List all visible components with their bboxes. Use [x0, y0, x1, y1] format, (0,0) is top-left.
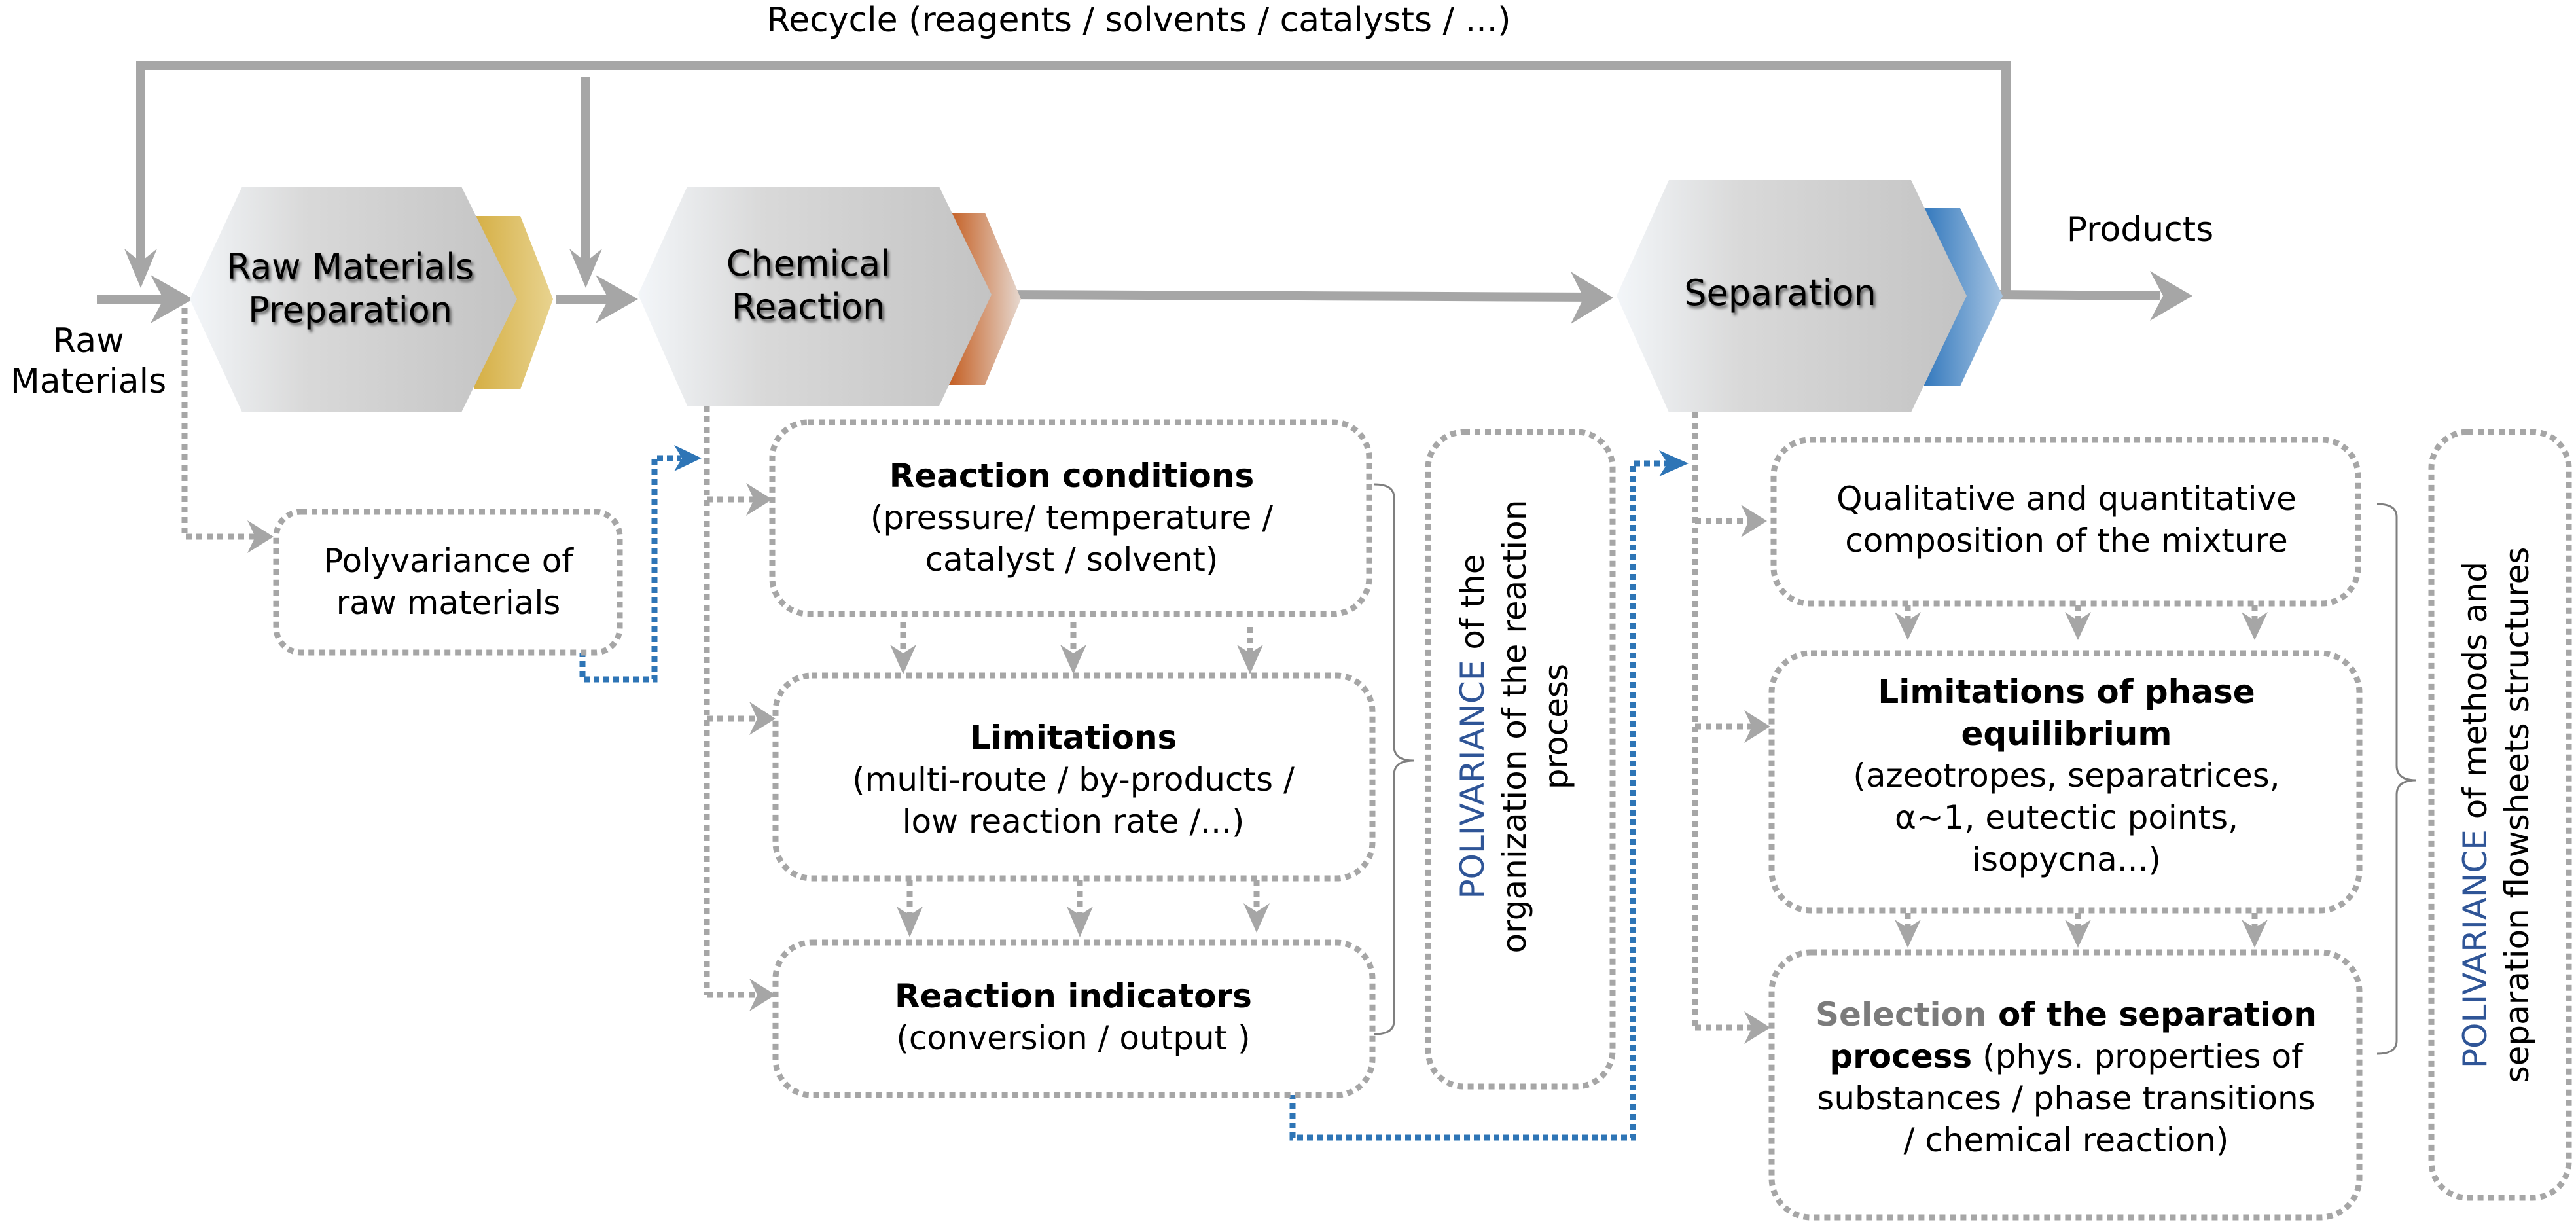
- raw-materials-line1: Raw: [52, 321, 124, 361]
- box-composition: [1770, 437, 2361, 607]
- box-separation-polivariance: [2428, 429, 2572, 1201]
- separation-poly-rest: of methods and: [2456, 562, 2494, 830]
- blue-arrowhead-1: [674, 445, 702, 471]
- curly-braces: [1374, 483, 2417, 1055]
- dotted-boxes: [273, 419, 2572, 1221]
- phase-line3: isopycna...): [1972, 840, 2161, 878]
- stage-title-chemical-reaction: Chemical Reaction: [654, 242, 962, 329]
- polivariance-highlight: POLIVARIANCE: [2456, 829, 2494, 1069]
- products-label: Products: [2066, 210, 2214, 249]
- arrowhead-to-reaction: [596, 275, 638, 323]
- phase-line1: (azeotropes, separatrices,: [1853, 757, 2280, 795]
- text-reaction-conditions: Reaction conditions (pressure/ temperatu…: [779, 455, 1365, 581]
- arrowhead-to-separation: [1571, 272, 1613, 324]
- reaction-conditions-title: Reaction conditions: [889, 457, 1255, 495]
- box-limitations: [772, 672, 1376, 882]
- stage-chemical-reaction: [638, 187, 1021, 406]
- text-reaction-indicators: Reaction indicators (conversion / output…: [779, 975, 1368, 1059]
- dotted-arrowheads: [247, 483, 2268, 1044]
- reaction-poly-rest: of the: [1454, 554, 1492, 660]
- text-separation-polivariance: POLIVARIANCE of methods and separation f…: [2454, 452, 2546, 1178]
- raw-box-line1: Polyvariance of: [323, 542, 573, 580]
- selection-line1: Selection of the separation: [1775, 994, 2357, 1035]
- text-selection: Selection of the separation process (phy…: [1775, 994, 2357, 1161]
- stage-title-line2: Reaction: [731, 285, 885, 327]
- arrowhead-raw-in: [151, 275, 193, 323]
- selection-rest1: (phys. properties of: [1972, 1037, 2303, 1075]
- blue-dotted-connectors: [579, 455, 1669, 1141]
- recycle-loop: [136, 61, 2011, 296]
- text-composition: Qualitative and quantitative composition…: [1777, 478, 2356, 562]
- raw-materials-input-label: Raw Materials: [0, 321, 177, 403]
- reaction-conditions-line1: (pressure/ temperature /: [870, 499, 1274, 537]
- blue-arrowhead-2: [1659, 450, 1689, 476]
- text-limitations: Limitations (multi-route / by-products /…: [779, 717, 1368, 842]
- stage-title-raw-materials-preparation: Raw Materials Preparation: [196, 245, 504, 332]
- brace-reaction: [1374, 483, 1414, 1035]
- text-polyvariance-raw: Polyvariance of raw materials: [281, 540, 615, 624]
- text-reaction-polivariance: POLIVARIANCE of the organization of the …: [1452, 399, 1589, 1054]
- box-selection: [1768, 949, 2363, 1221]
- selection-line3: substances / phase transitions: [1817, 1079, 2316, 1117]
- brace-separation: [2376, 503, 2417, 1055]
- selection-line2: process (phys. properties of: [1775, 1035, 2357, 1077]
- recycle-arrowhead-1: [124, 249, 157, 288]
- selection-bold1: of the separation: [1986, 996, 2317, 1033]
- dotted-connectors: [181, 308, 2258, 1031]
- main-flow: [97, 290, 2160, 304]
- stage-title-line1: Raw Materials: [226, 246, 474, 287]
- hexagon-chemical-reaction: [638, 187, 992, 406]
- limitations-line1: (multi-route / by-products /: [852, 761, 1295, 799]
- arrowhead-products: [2150, 271, 2192, 321]
- stage-title-line1: Separation: [1684, 272, 1876, 314]
- selection-line4: / chemical reaction): [1903, 1121, 2229, 1159]
- selection-word: Selection: [1816, 996, 1987, 1033]
- reaction-poly-line2: organization of the reaction: [1495, 499, 1533, 954]
- recycle-line: [136, 61, 2011, 296]
- reaction-conditions-line2: catalyst / solvent): [925, 541, 1219, 579]
- reaction-indicators-line1: (conversion / output ): [896, 1019, 1251, 1057]
- raw-box-line2: raw materials: [336, 584, 561, 622]
- phase-title-line2: equilibrium: [1961, 715, 2172, 753]
- polivariance-highlight: POLIVARIANCE: [1454, 660, 1492, 899]
- box-polyvariance-raw: [273, 509, 623, 656]
- composition-line1: Qualitative and quantitative: [1836, 480, 2297, 518]
- composition-line2: composition of the mixture: [1845, 522, 2288, 560]
- box-phase-equilibrium: [1768, 650, 2363, 914]
- stage-title-line2: Preparation: [248, 289, 452, 331]
- box-reaction-indicators: [772, 939, 1376, 1098]
- text-phase-equilibrium: Limitations of phase equilibrium (azeotr…: [1777, 671, 2356, 880]
- phase-title-line1: Limitations of phase: [1878, 673, 2255, 711]
- limitations-line2: low reaction rate /...): [902, 802, 1245, 840]
- hexagon-raw-materials-preparation: [190, 187, 517, 412]
- stage-title-line1: Chemical: [726, 243, 891, 284]
- recycle-label: Recycle (reagents / solvents / catalysts…: [766, 1, 1511, 40]
- separation-poly-line1: POLIVARIANCE of methods and: [2454, 452, 2496, 1178]
- reaction-poly-line1: POLIVARIANCE of the: [1452, 399, 1494, 1054]
- limitations-title: Limitations: [969, 719, 1177, 757]
- selection-bold2: process: [1829, 1037, 1973, 1075]
- raw-materials-line2: Materials: [10, 362, 167, 402]
- stage-title-separation: Separation: [1636, 272, 1924, 315]
- box-reaction-polivariance: [1425, 429, 1616, 1090]
- separation-poly-line2: separation flowsheets structures: [2498, 547, 2536, 1083]
- phase-line2: α~1, eutectic points,: [1894, 799, 2239, 836]
- hexagon-separation: [1617, 180, 1967, 412]
- reaction-poly-line3: process: [1537, 663, 1575, 790]
- stage-separation: [1617, 180, 2003, 412]
- reaction-indicators-title: Reaction indicators: [895, 977, 1252, 1015]
- stage-raw-materials-preparation: [190, 187, 553, 412]
- box-reaction-conditions: [769, 419, 1372, 617]
- recycle-arrowhead-2: [569, 249, 602, 288]
